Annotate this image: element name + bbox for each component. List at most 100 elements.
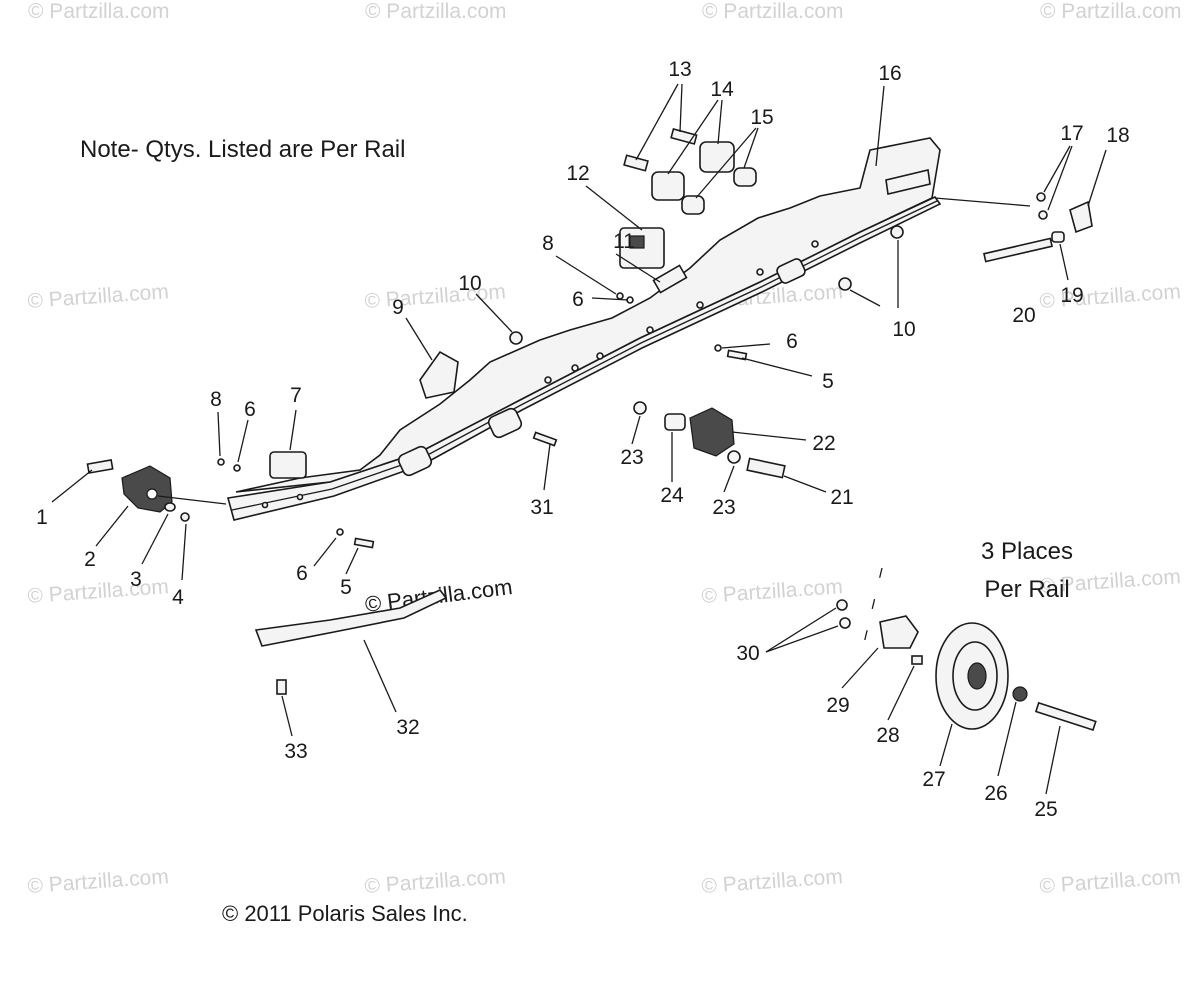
rail-hole	[756, 268, 764, 276]
callout-31: 31	[530, 496, 553, 519]
watermarks: © Partzilla.com © Partzilla.com © Partzi…	[27, 0, 1182, 898]
wheel-bracket-part-22	[689, 407, 735, 457]
nut-part-10-right-b	[838, 277, 852, 291]
callout-numbers: 1 2 3 4 5 5 5 6 6 6 6 7 8 8 9 10 10 11 1…	[36, 58, 1130, 821]
callout-5-bottom: 5	[340, 576, 352, 599]
callout-7: 7	[290, 384, 302, 407]
bolt-part-1	[86, 459, 114, 474]
callout-11: 11	[613, 230, 635, 253]
bumper-block-part-7	[269, 451, 307, 479]
callout-13: 13	[668, 58, 691, 81]
callout-6-bottom: 6	[296, 562, 308, 585]
note-text: Note- Qtys. Listed are Per Rail	[80, 136, 405, 163]
bolt-part-28	[911, 655, 923, 665]
nut-part-17-a	[1036, 192, 1046, 202]
rail-hole	[646, 326, 654, 334]
nut-part-8-lower	[217, 458, 225, 466]
watermark: © Partzilla.com	[701, 865, 844, 898]
rail-hole	[571, 364, 579, 372]
watermark: © Partzilla.com	[27, 280, 170, 313]
bolt-part-5-right	[726, 349, 748, 361]
bolt-part-5-mid	[353, 537, 375, 549]
bolt-part-31	[532, 431, 558, 447]
rail-bumper	[776, 258, 806, 284]
rail-bumper	[487, 407, 523, 439]
callout-8-front: 8	[210, 388, 222, 411]
callout-12: 12	[566, 162, 589, 185]
callout-19: 19	[1060, 284, 1083, 307]
callout-8-middle: 8	[542, 232, 554, 255]
callout-32: 32	[396, 716, 419, 739]
copyright-text: © 2011 Polaris Sales Inc.	[222, 901, 468, 926]
washer-part-6-right	[714, 344, 722, 352]
bolt-part-20	[983, 237, 1053, 263]
callout-1: 1	[36, 506, 48, 529]
callout-4: 4	[172, 586, 184, 609]
nut-part-10-left	[509, 331, 523, 345]
nut-part-8-upper	[616, 292, 624, 300]
idler-wheel-center	[967, 662, 987, 690]
watermark: © Partzilla.com	[701, 575, 844, 608]
rail-tip-cap-part-2	[121, 465, 173, 513]
callout-6-middle: 6	[572, 288, 584, 311]
leader-lines	[51, 83, 1107, 795]
rail-hole	[596, 352, 604, 360]
callout-16: 16	[878, 62, 901, 85]
washer-part-6-lower	[233, 464, 241, 472]
bracket-part-9	[419, 350, 459, 399]
callout-29: 29	[826, 694, 849, 717]
watermark: © Partzilla.com	[28, 0, 170, 23]
nut-part-4	[180, 512, 190, 522]
rail-tip-cap-hole	[146, 488, 158, 500]
rail-hole	[296, 493, 304, 501]
nut-part-30-b	[839, 617, 851, 629]
callout-15: 15	[750, 106, 773, 129]
callout-10-left: 10	[458, 272, 481, 295]
watermark: © Partzilla.com	[364, 280, 507, 313]
watermark: © Partzilla.com	[27, 575, 170, 608]
dashed-axis	[859, 567, 883, 661]
callout-5-right: 5	[822, 370, 834, 393]
places-line-2: Per Rail	[984, 576, 1069, 603]
callout-30: 30	[736, 642, 759, 665]
callout-24: 24	[660, 484, 684, 507]
watermark: © Partzilla.com	[702, 0, 844, 23]
bracket-block-face	[629, 235, 645, 249]
bolt-part-13-a	[623, 154, 649, 172]
callout-33: 33	[284, 740, 307, 763]
pivot-shaft-part-11	[652, 264, 688, 294]
watermark: © Partzilla.com	[1039, 865, 1182, 898]
nut-part-17-b	[1038, 210, 1048, 220]
washer-part-23-a	[633, 401, 647, 415]
rail-plate	[235, 137, 941, 493]
spacer-part-19	[1051, 231, 1065, 243]
clip-part-18	[1069, 200, 1093, 234]
spacer-part-15-b	[733, 167, 757, 187]
places-line-1: 3 Places	[981, 538, 1073, 565]
callout-22: 22	[812, 432, 835, 455]
watermark: © Partzilla.com	[27, 865, 170, 898]
bushing-part-14-b	[699, 141, 735, 173]
callout-17: 17	[1060, 122, 1083, 145]
rail-hole	[544, 376, 552, 384]
callout-2: 2	[84, 548, 96, 571]
screw-part-33	[276, 679, 287, 695]
watermark: © Partzilla.com	[365, 0, 507, 23]
callout-25: 25	[1034, 798, 1057, 821]
rail-bumper	[397, 445, 433, 477]
callout-28: 28	[876, 724, 899, 747]
rail-hole	[261, 501, 269, 509]
wear-strip-part-32	[254, 589, 448, 647]
callout-26: 26	[984, 782, 1007, 805]
callout-23-top: 23	[620, 446, 643, 469]
idler-bracket-part-29	[879, 615, 919, 649]
bolt-part-21	[746, 457, 786, 479]
callout-21: 21	[830, 486, 853, 509]
spacer-part-15-a	[681, 195, 705, 215]
washer-part-23-b	[727, 450, 741, 464]
callout-10-right: 10	[892, 318, 915, 341]
rail-slot	[885, 169, 931, 195]
washer-part-3	[164, 502, 176, 512]
bushing-part-14-a	[651, 171, 685, 201]
callout-9: 9	[392, 296, 404, 319]
